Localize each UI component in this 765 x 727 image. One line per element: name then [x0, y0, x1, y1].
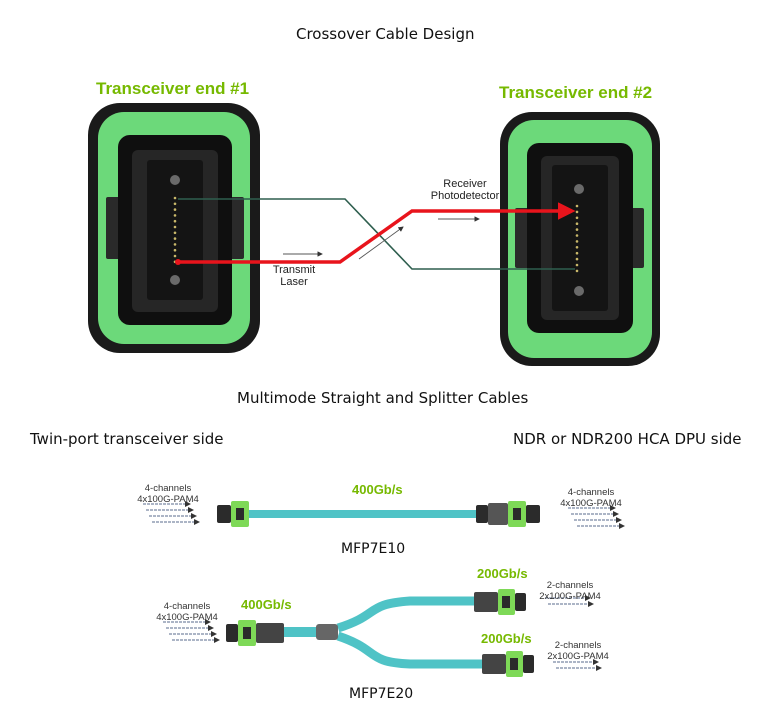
fiber-dot — [575, 210, 579, 214]
transceiver-2-ferrule — [552, 165, 608, 311]
transmit-laser-point — [175, 259, 181, 265]
splitter-bottom-rate-label: 200Gb/s — [481, 631, 532, 646]
lane-arrows-right-bottom — [553, 659, 602, 671]
straight-cable-mfp7e10 — [143, 501, 625, 529]
straight-cable-fiber — [245, 510, 480, 518]
fiber-dot — [173, 243, 177, 246]
fiber-dot — [575, 240, 579, 243]
fiber-dot — [173, 208, 177, 211]
fiber-dot — [575, 222, 579, 225]
hca-dpu-side-label: NDR or NDR200 HCA DPU side — [513, 430, 742, 448]
fiber-dot — [575, 263, 579, 267]
transceiver-1-guide-pin-bottom — [170, 275, 180, 285]
fiber-dot — [173, 231, 177, 235]
lane-arrows-left-straight — [143, 501, 200, 525]
twin-port-side-label: Twin-port transceiver side — [30, 430, 224, 448]
splitter-top-rate-label: 200Gb/s — [477, 566, 528, 581]
fiber-dot — [173, 225, 177, 229]
lane-arrows-left-splitter — [163, 619, 220, 643]
fiber-dot — [575, 269, 579, 273]
fiber-dot — [575, 257, 579, 261]
splitter-bottom-channels-label: 2-channels 2x100G-PAM4 — [547, 640, 609, 662]
straight-right-channels-label: 4-channels 4x100G-PAM4 — [560, 487, 622, 509]
multimode-title: Multimode Straight and Splitter Cables — [237, 389, 529, 407]
fiber-dot — [173, 254, 177, 258]
transceiver-1-guide-pin-top — [170, 175, 180, 185]
lane-arrows-right-straight — [568, 505, 625, 529]
splitter-top-channels-label: 2-channels 2x100G-PAM4 — [539, 580, 601, 602]
splitter-input-connector — [226, 620, 284, 646]
splitter-cable-mfp7e20 — [163, 589, 602, 677]
fiber-dot — [173, 237, 177, 240]
splitter-bottom-branch-fiber — [336, 631, 486, 669]
splitter-top-branch-fiber — [336, 596, 478, 633]
splitter-model-label: MFP7E20 — [349, 686, 414, 702]
transceiver-2-guide-pin-bottom — [574, 286, 584, 296]
transceiver-end-1 — [88, 103, 260, 353]
fiber-dot — [575, 246, 579, 249]
fiber-dot — [575, 204, 579, 208]
lane-arrows-right-top — [545, 595, 594, 607]
fiber-dot — [173, 219, 177, 223]
transceiver-1-fiber-array — [173, 196, 177, 264]
splitter-input-rate-label: 400Gb/s — [241, 597, 292, 612]
straight-cable-left-connector — [217, 501, 249, 527]
splitter-input-channels-label: 4-channels 4x100G-PAM4 — [156, 601, 218, 623]
crossover-direction-arrow — [358, 226, 404, 260]
fiber-dot — [173, 202, 177, 206]
transmit-laser-label: Transmit Laser — [272, 264, 316, 288]
fiber-dot — [575, 216, 579, 220]
splitter-bottom-output-connector — [482, 651, 534, 677]
transceiver-end-2-label: Transceiver end #2 — [499, 83, 653, 102]
straight-rate-label: 400Gb/s — [352, 482, 403, 497]
transceiver-2-fiber-array — [575, 204, 579, 273]
straight-cable-right-connector — [476, 501, 540, 527]
fiber-dot — [575, 251, 579, 255]
receiver-photodetector-label: Receiver Photodetector — [430, 178, 500, 202]
transceiver-end-1-label: Transceiver end #1 — [96, 79, 250, 98]
transmit-fiber-line — [178, 202, 576, 264]
transceiver-end-2 — [500, 112, 660, 366]
splitter-top-output-connector — [474, 589, 526, 615]
transceiver-1-ferrule — [147, 160, 203, 300]
fiber-dot — [173, 214, 177, 217]
straight-model-label: MFP7E10 — [341, 541, 406, 557]
crossover-title: Crossover Cable Design — [296, 25, 475, 43]
fiber-dot — [173, 196, 177, 200]
fiber-dot — [575, 234, 579, 237]
straight-left-channels-label: 4-channels 4x100G-PAM4 — [137, 483, 199, 505]
splitter-junction — [316, 624, 338, 640]
fiber-dot — [575, 228, 579, 231]
transceiver-2-guide-pin-top — [574, 184, 584, 194]
fiber-dot — [173, 248, 177, 252]
